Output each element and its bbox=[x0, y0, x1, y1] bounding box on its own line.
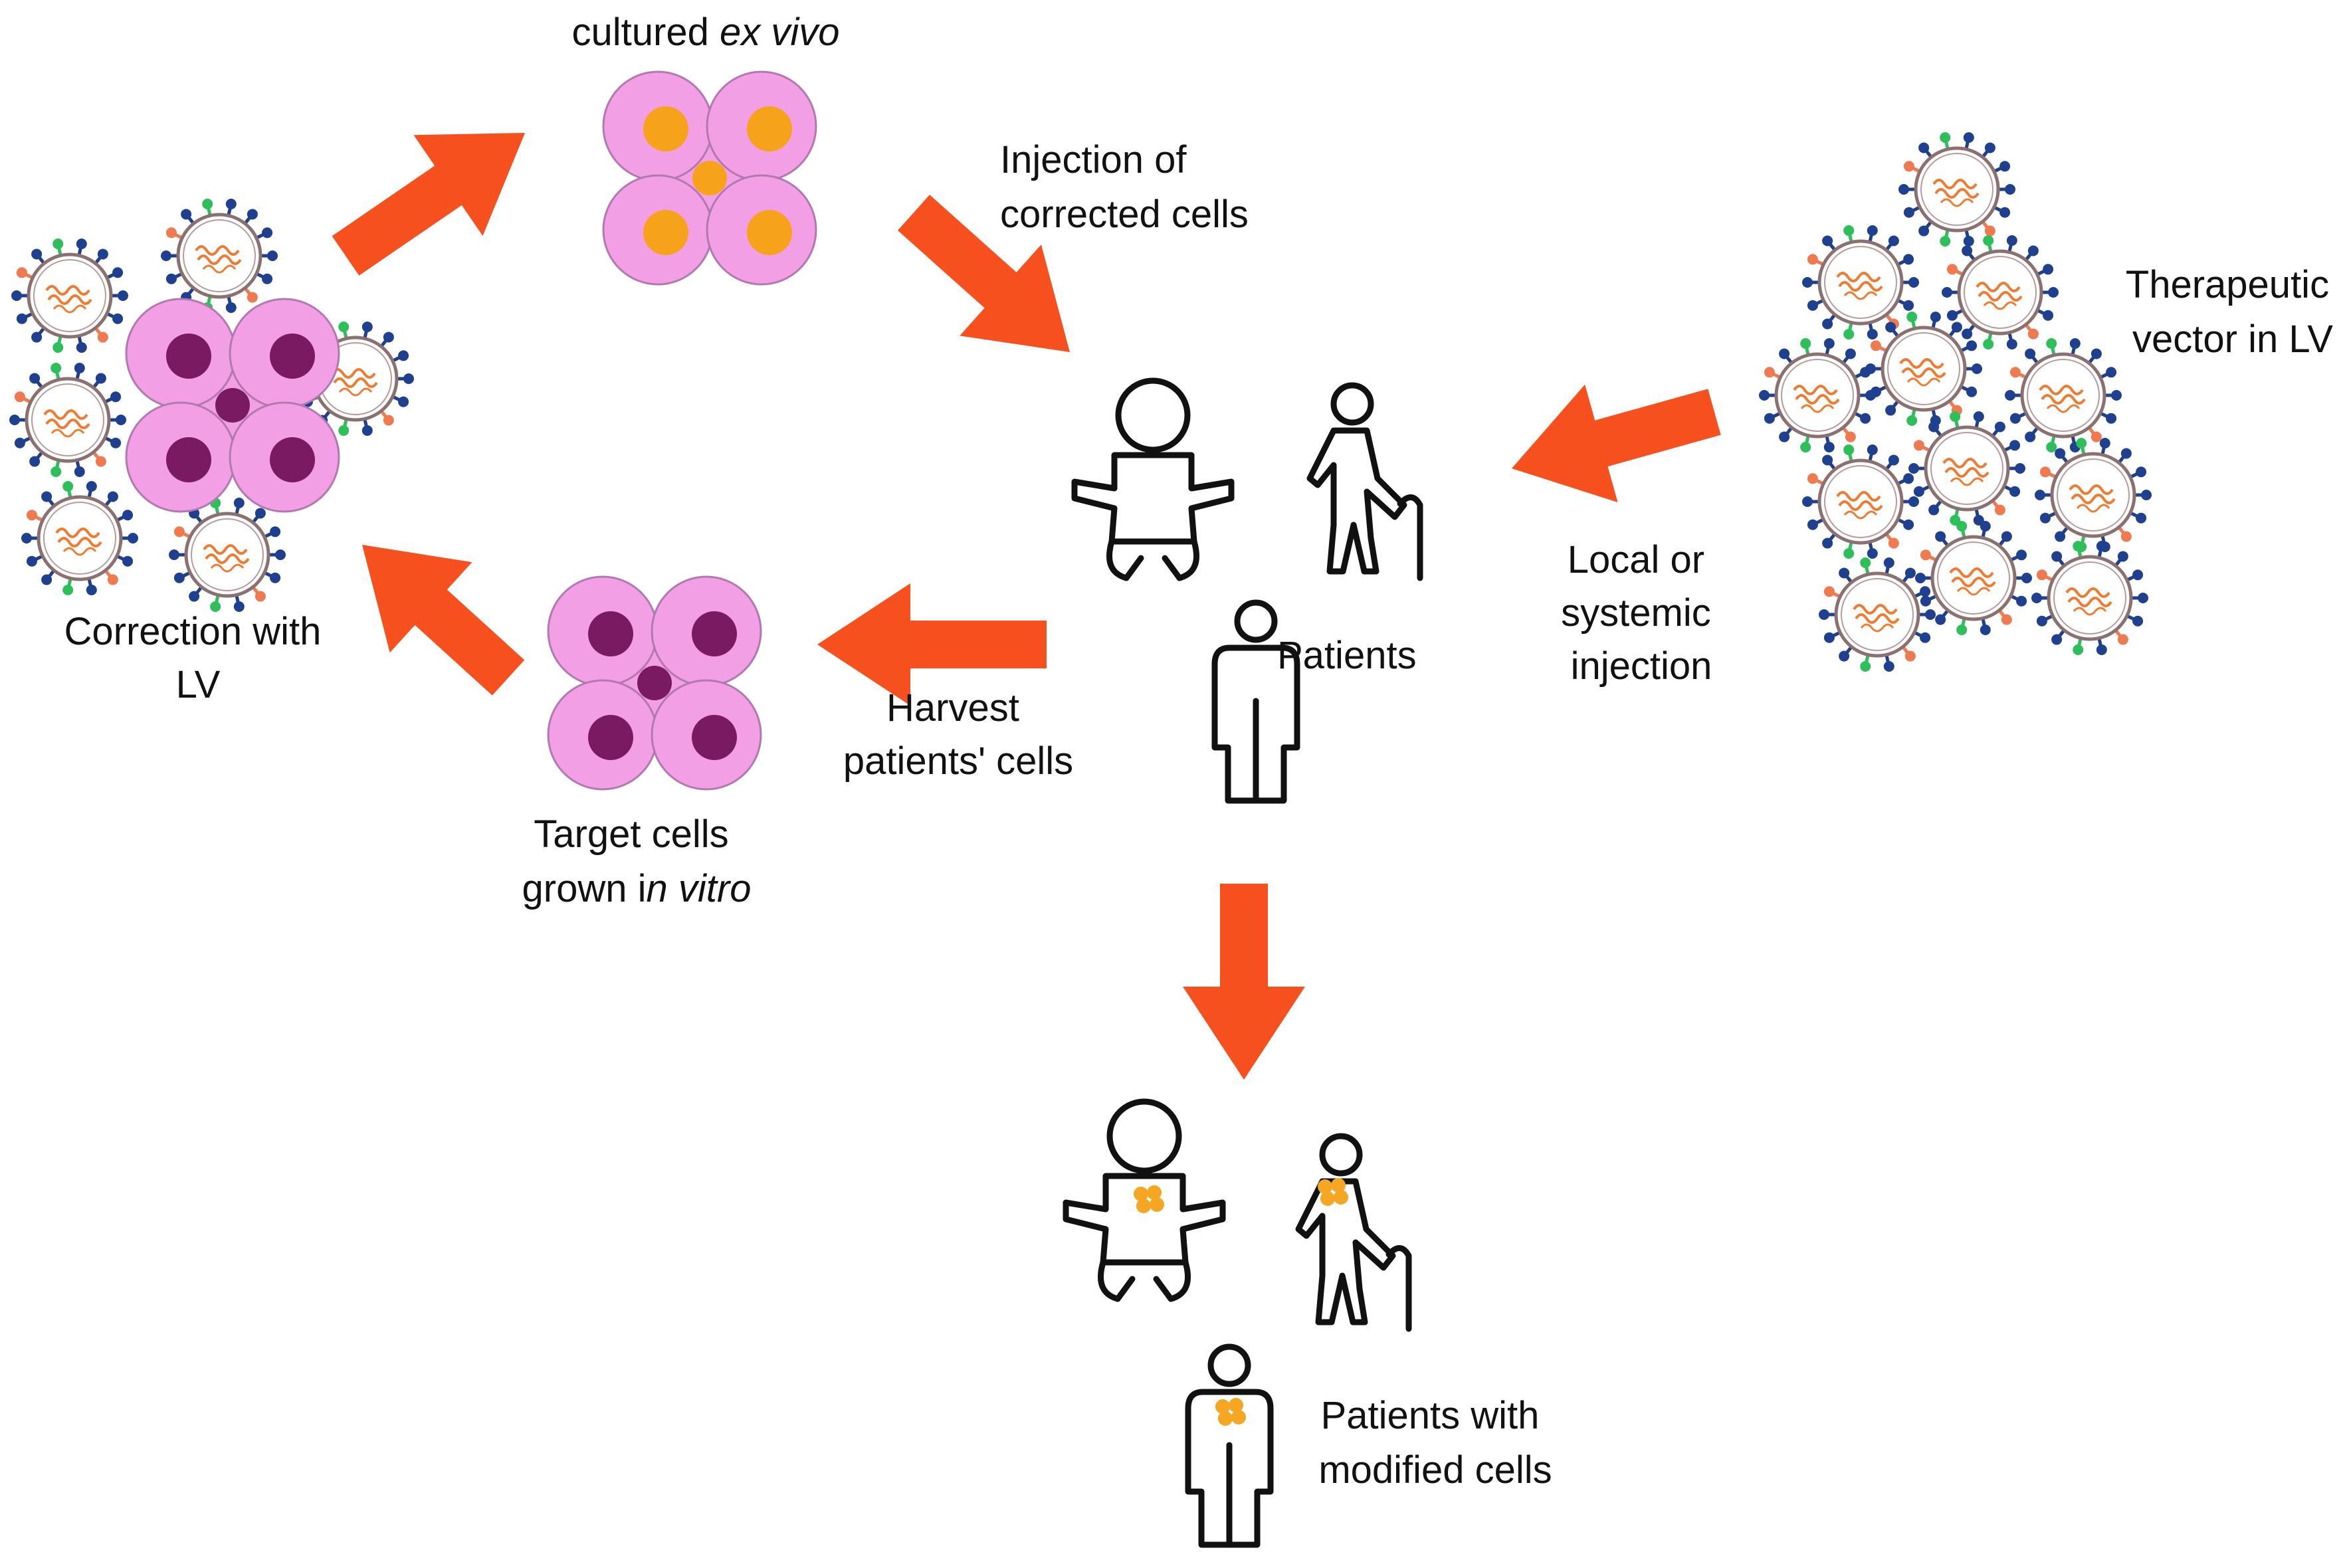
cell-nucleus bbox=[215, 388, 250, 423]
adult-person-icon bbox=[1185, 1343, 1274, 1548]
lentiviral-vector-icon bbox=[169, 498, 286, 612]
lentiviral-vector-icon bbox=[11, 239, 128, 353]
cell-nucleus bbox=[747, 106, 792, 151]
lentiviral-vector-icon bbox=[2031, 541, 2148, 655]
cell-nucleus bbox=[692, 161, 727, 195]
label-patients: Patients bbox=[1277, 634, 1417, 677]
lentiviral-vector-icon bbox=[1802, 225, 1919, 340]
elderly-person-icon bbox=[1295, 1133, 1412, 1332]
modified-patients-group bbox=[1063, 1098, 1412, 1548]
arrow-icon bbox=[332, 133, 525, 276]
lentiviral-vector-icon bbox=[1865, 312, 1982, 426]
cell-nucleus bbox=[643, 210, 688, 255]
lentiviral-vector-icon bbox=[1942, 235, 2059, 349]
lentiviral-vector-icon bbox=[161, 199, 278, 313]
arrow-icon bbox=[1512, 384, 1721, 503]
baby-icon bbox=[1071, 377, 1235, 581]
cell-cluster-correction bbox=[125, 298, 340, 513]
cell-nucleus bbox=[588, 715, 633, 760]
cell-nucleus bbox=[692, 715, 737, 760]
label-modified-cells: Patients with modified cells bbox=[1318, 1394, 1552, 1492]
cell-nucleus bbox=[166, 334, 211, 379]
arrow-icon bbox=[362, 545, 525, 696]
lentiviral-vector-icon bbox=[9, 363, 126, 477]
arrow-icon bbox=[1183, 884, 1305, 1080]
baby-icon bbox=[1063, 1098, 1226, 1302]
lentiviral-vector-icon bbox=[2005, 338, 2122, 452]
cell-nucleus bbox=[270, 437, 315, 482]
arrow-icon bbox=[898, 195, 1070, 352]
cell-nucleus bbox=[270, 334, 315, 379]
cell-nucleus bbox=[747, 210, 792, 255]
correction-group bbox=[9, 199, 414, 612]
lentiviral-vector-icon bbox=[1759, 338, 1876, 452]
label-cultured-ex-vivo: cultured ex vivo bbox=[572, 11, 840, 54]
label-local-systemic-injection: Local or systemic injection bbox=[1561, 538, 1722, 688]
lentiviral-vector-icon bbox=[1898, 132, 2015, 246]
cell-nucleus bbox=[643, 106, 688, 151]
cell-cluster-in-vitro bbox=[547, 575, 762, 791]
adult-person-icon bbox=[1211, 599, 1300, 804]
cell-nucleus bbox=[588, 611, 633, 656]
therapeutic-vector-group bbox=[1759, 132, 2152, 672]
modified-cells-mark bbox=[1318, 1178, 1348, 1206]
elderly-person-icon bbox=[1306, 382, 1423, 581]
modified-cells-mark bbox=[1215, 1398, 1246, 1426]
label-injection-corrected: Injection of corrected cells bbox=[1000, 138, 1249, 236]
modified-cells-mark bbox=[1134, 1185, 1164, 1213]
cell-nucleus bbox=[692, 611, 737, 656]
label-correction-lv: Correction with LV bbox=[64, 610, 332, 706]
label-target-cells: Target cells grown in vitro bbox=[522, 813, 752, 910]
cell-nucleus bbox=[637, 666, 672, 700]
cell-nucleus bbox=[166, 437, 211, 482]
lentiviral-vector-icon bbox=[2035, 438, 2152, 552]
lentiviral-vector-icon bbox=[1908, 411, 2025, 526]
patients-group bbox=[1071, 377, 1423, 804]
cell-cluster-ex-vivo bbox=[602, 70, 817, 286]
lentiviral-vector-icon bbox=[1802, 444, 1919, 559]
label-harvest-cells: Harvest patients' cells bbox=[843, 686, 1073, 783]
lentiviral-vector-icon bbox=[21, 481, 138, 595]
arrow-icon bbox=[817, 583, 1047, 706]
label-therapeutic-vector: Therapeutic vector in LV bbox=[2126, 263, 2340, 361]
arrows bbox=[332, 133, 1721, 1080]
